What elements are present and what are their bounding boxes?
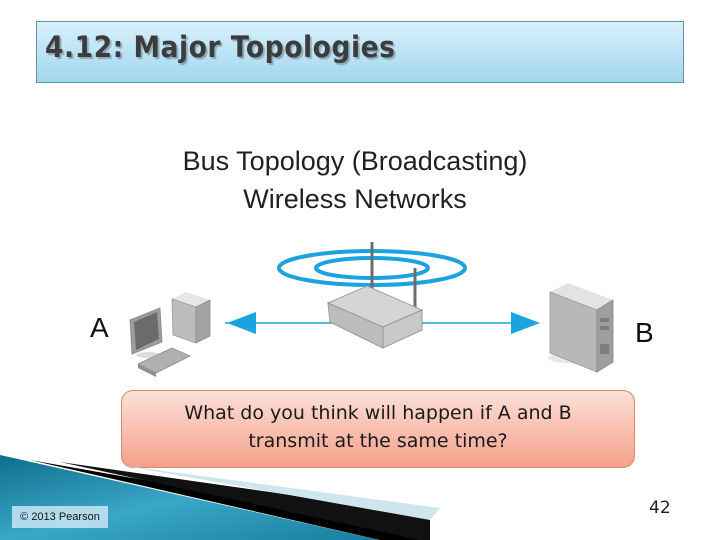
node-b-label: B <box>635 317 654 348</box>
tower-computer-icon <box>548 283 614 373</box>
question-callout: What do you think will happen if A and B… <box>121 390 635 468</box>
node-a-label: A <box>90 312 109 343</box>
footer-decoration <box>0 455 440 540</box>
diagram-title-line1: Bus Topology (Broadcasting) <box>182 146 528 176</box>
callout-line1: What do you think will happen if A and B <box>184 402 572 424</box>
slide-title: 4.12: Major Topologies <box>45 30 396 64</box>
diagram-title: Bus Topology (Broadcasting) Wireless Net… <box>140 142 570 218</box>
arrow-left-icon <box>227 312 256 334</box>
page-number: 42 <box>649 498 671 518</box>
slide-title-box: 4.12: Major Topologies <box>36 21 684 83</box>
callout-line2: transmit at the same time? <box>248 430 508 452</box>
wireless-router-icon <box>326 242 424 349</box>
desktop-computer-icon <box>129 292 211 377</box>
copyright-notice: © 2013 Pearson <box>12 506 108 528</box>
diagram-title-line2: Wireless Networks <box>243 184 467 214</box>
arrow-right-icon <box>511 312 540 334</box>
